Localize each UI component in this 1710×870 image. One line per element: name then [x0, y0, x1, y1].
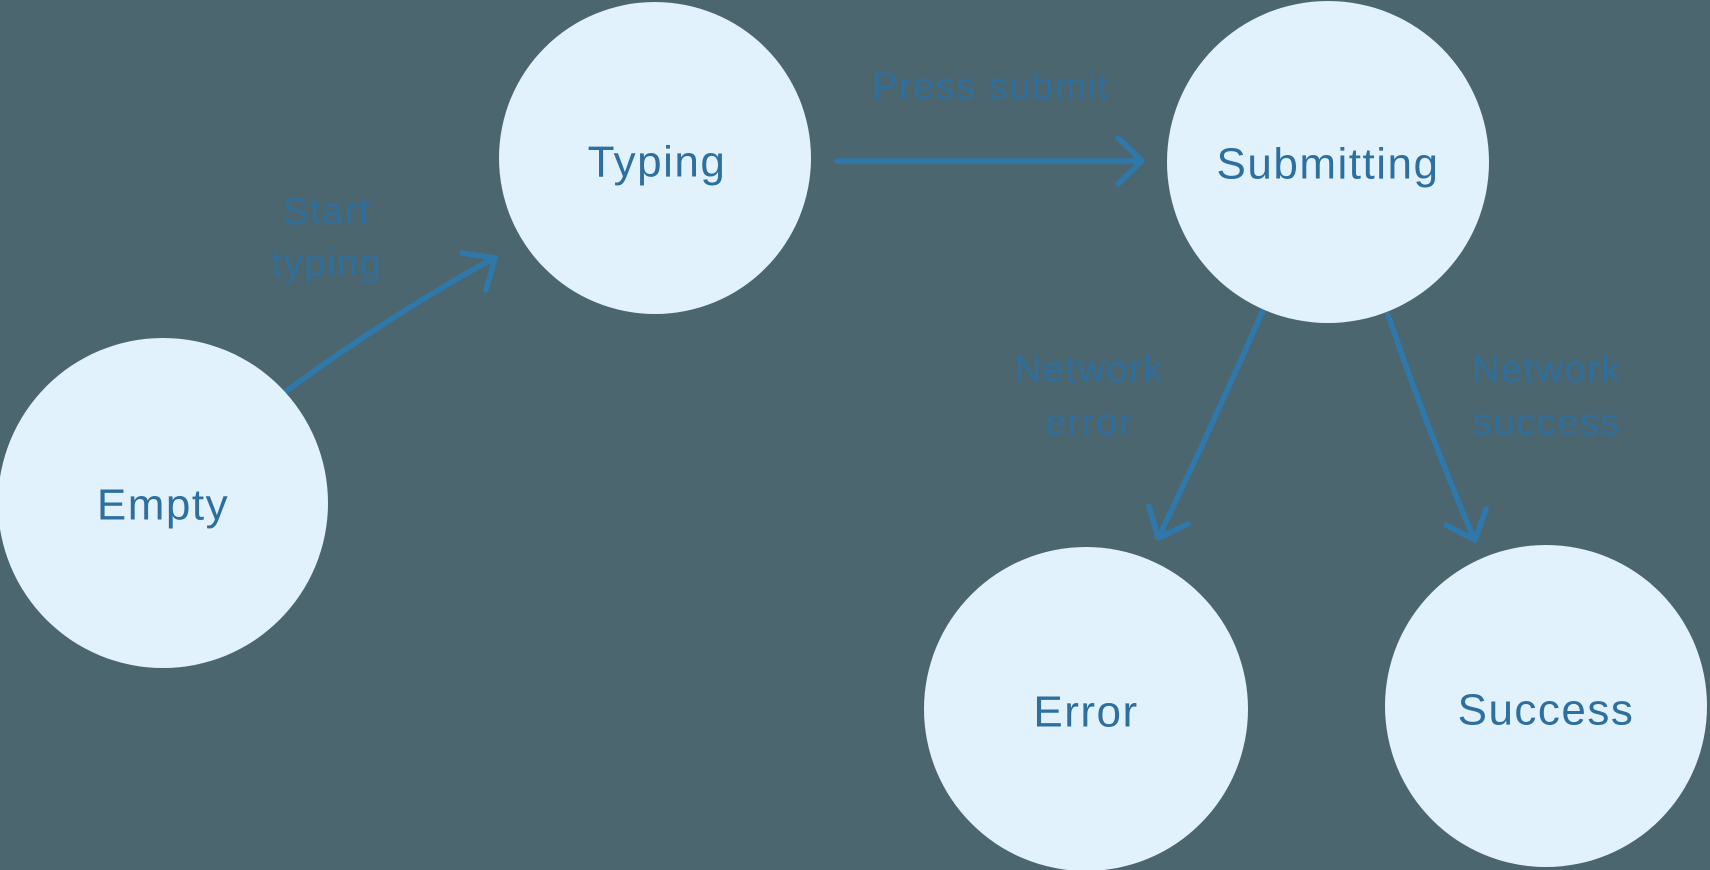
edge-label-start-typing-line2: typing [272, 243, 382, 285]
press-submit-arrowhead-icon [1115, 135, 1145, 187]
state-node-typing: Typing [499, 2, 811, 314]
network-success-arrow-shaft [1385, 312, 1475, 537]
state-node-submitting: Submitting [1167, 1, 1489, 323]
edge-network-success: Network success [1385, 312, 1622, 543]
empty-node-label: Empty [97, 481, 229, 530]
edge-press-submit: Press submit [834, 66, 1145, 187]
success-node-label: Success [1458, 686, 1635, 735]
state-node-error: Error [924, 547, 1248, 870]
submitting-node-label: Submitting [1217, 140, 1440, 189]
network-success-arrowhead-icon [1443, 506, 1489, 543]
edge-label-network-success-line2: success [1473, 402, 1621, 444]
edge-start-typing: Start typing [272, 191, 498, 395]
edge-label-network-error-line1: Network [1014, 349, 1164, 391]
network-error-arrowhead-icon [1146, 503, 1191, 541]
edge-label-network-error-line2: error [1045, 402, 1133, 444]
success-node-circle [1385, 545, 1707, 867]
typing-node-label: Typing [588, 138, 727, 187]
edge-label-network-success-line1: Network [1472, 349, 1622, 391]
error-node-circle [924, 547, 1248, 870]
error-node-label: Error [1033, 688, 1138, 737]
start-typing-arrow-shaft [282, 257, 493, 395]
state-node-success: Success [1385, 545, 1707, 867]
edge-network-error: Network error [1014, 307, 1266, 541]
submitting-node-circle [1167, 1, 1489, 323]
state-node-empty: Empty [0, 338, 328, 668]
typing-node-circle [499, 2, 811, 314]
start-typing-arrowhead-icon [459, 250, 498, 293]
edge-label-press-submit: Press submit [872, 66, 1110, 108]
empty-node-circle [0, 338, 328, 668]
network-error-arrow-shaft [1158, 307, 1266, 535]
edge-label-start-typing-line1: Start [283, 191, 371, 233]
